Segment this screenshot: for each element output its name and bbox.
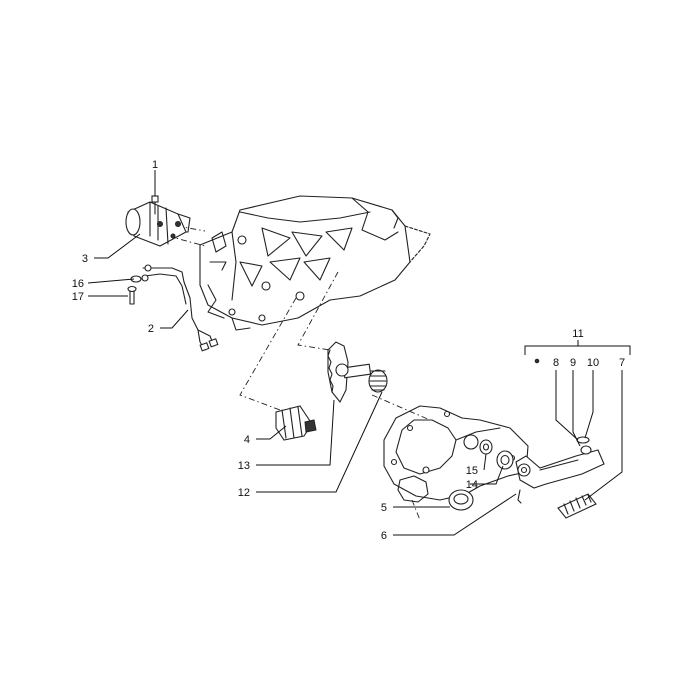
- callout-11: 11: [572, 328, 583, 340]
- oil-seal-14: [496, 450, 514, 470]
- starter-bendix: [275, 405, 317, 441]
- callout-5: 5: [381, 502, 387, 514]
- screw-17: [127, 285, 137, 305]
- assembly-lines: [167, 225, 431, 521]
- circlip: [517, 489, 522, 504]
- callout-16: 16: [72, 278, 84, 290]
- callout-10: 10: [587, 357, 599, 369]
- side-cover: [383, 405, 529, 503]
- callout-8: 8: [553, 357, 559, 369]
- kickstart-sector-gear: [327, 341, 372, 404]
- callout-12: 12: [238, 487, 250, 499]
- callout-2: 2: [148, 323, 154, 335]
- bush-15: [479, 439, 493, 455]
- crankcase: [199, 195, 431, 331]
- callout-17: 17: [72, 291, 84, 303]
- callout-7: 7: [619, 357, 625, 369]
- callouts: 1 3 16 17 2 4 13 12 5 6 15 14 11 8 9 10 …: [72, 159, 625, 542]
- kickstart-rubber-7: [557, 493, 597, 519]
- lever-washer-10: [576, 436, 590, 444]
- callout-1: 1: [152, 159, 158, 171]
- cover-plug: [448, 489, 474, 511]
- wiring-harness: [141, 264, 219, 352]
- leader-lines: [87, 170, 631, 536]
- callout-13: 13: [238, 460, 250, 472]
- kickstart-spring: [368, 369, 388, 393]
- callout-14: 14: [466, 479, 478, 491]
- callout-6: 6: [381, 530, 387, 542]
- callout-3: 3: [82, 253, 88, 265]
- callout-9: 9: [570, 357, 576, 369]
- callout-15: 15: [466, 465, 478, 477]
- callout-4: 4: [244, 434, 250, 446]
- starter-motor: [125, 201, 191, 247]
- lever-spring-9: [580, 445, 592, 455]
- kickstart-lever: [515, 449, 605, 489]
